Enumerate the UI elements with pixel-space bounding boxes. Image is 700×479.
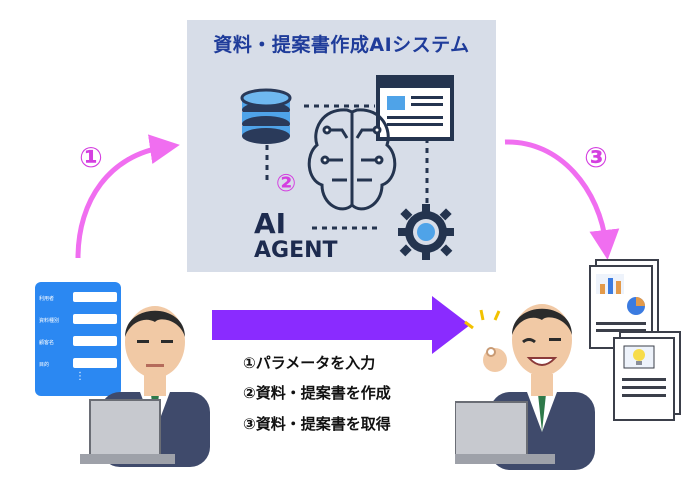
window-icon [376, 75, 454, 141]
database-icon [240, 88, 292, 144]
input-arrow [75, 134, 180, 259]
system-diagram [240, 75, 454, 260]
legend-step-3: ③資料・提案書を取得 [243, 415, 391, 433]
person-right-illustration [455, 304, 595, 470]
output-arrow [504, 139, 620, 260]
dashed-connectors [265, 104, 429, 230]
output-documents [589, 259, 681, 421]
step-3-label: ③ [584, 141, 608, 174]
step-2-label: ② [275, 169, 297, 197]
ai-label: AI [254, 207, 287, 240]
laptop-left [89, 399, 161, 459]
process-arrow [212, 296, 470, 354]
form-label-customer: 顧客名 [39, 340, 55, 346]
parameter-form: 利用者 資料種別 顧客名 目的 ⋮ [35, 282, 121, 396]
report-idea-document [613, 331, 681, 421]
system-title: 資料・提案書作成AIシステム [213, 34, 470, 56]
form-label-purpose: 目的 [39, 362, 50, 368]
sparkle-lines [464, 309, 501, 330]
legend-step-2: ②資料・提案書を作成 [243, 384, 391, 402]
laptop-right [455, 401, 528, 459]
gear-icon [398, 204, 454, 260]
form-field-customer[interactable] [73, 336, 117, 346]
hair [125, 310, 185, 337]
brain-icon [307, 108, 397, 211]
form-label-doc-type: 資料種別 [39, 318, 60, 324]
form-field-purpose[interactable] [73, 358, 117, 368]
face [125, 306, 185, 378]
step-1-label: ① [79, 141, 103, 174]
more-fields-indicator: ⋮ [75, 371, 85, 382]
person-left-illustration [80, 306, 210, 467]
form-label-user: 利用者 [39, 296, 55, 302]
lightbulb-icon [633, 349, 645, 361]
agent-label: AGENT [254, 238, 338, 263]
legend-step-1: ①パラメータを入力 [243, 354, 376, 372]
form-field-user[interactable] [73, 292, 117, 302]
form-field-doc-type[interactable] [73, 314, 117, 324]
